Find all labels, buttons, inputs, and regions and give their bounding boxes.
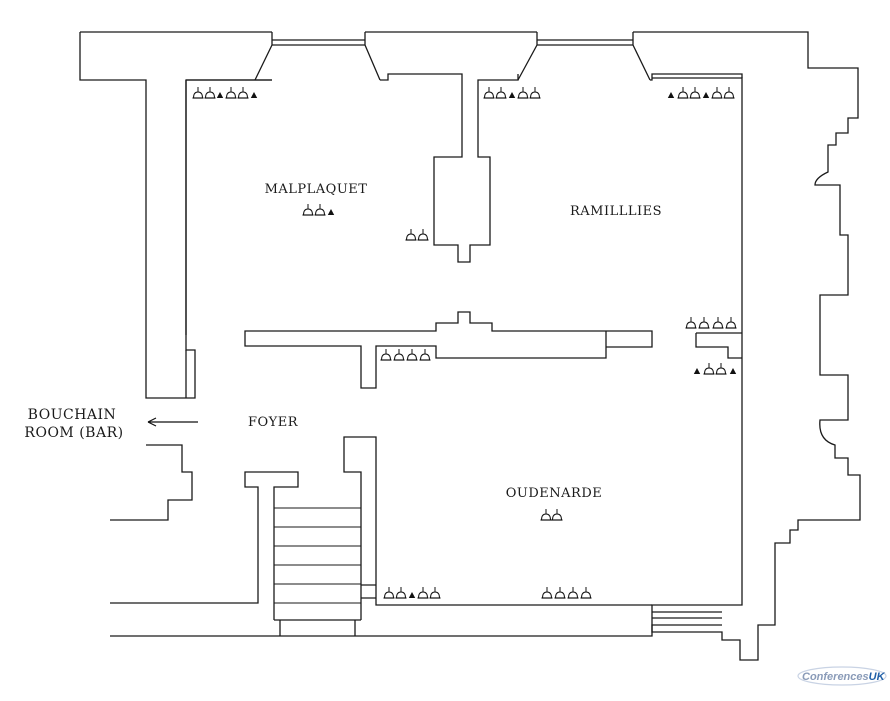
markers-partition xyxy=(379,348,432,361)
markers-malplaquet-centre xyxy=(301,203,335,216)
markers-malplaquet-column xyxy=(404,228,430,241)
exit-label-line2: ROOM (BAR) xyxy=(24,425,123,441)
socket-icon xyxy=(408,592,416,598)
bouchain-walls xyxy=(110,444,299,620)
lamp-icon xyxy=(710,86,724,99)
socket-icon xyxy=(667,92,675,98)
lamp-icon xyxy=(382,586,396,599)
lamp-icon xyxy=(540,586,554,599)
markers-ramillies-right xyxy=(684,316,738,329)
lamp-icon xyxy=(724,316,738,329)
lamp-icon xyxy=(224,86,238,99)
lamp-icon xyxy=(714,362,728,375)
lamp-icon xyxy=(313,203,327,216)
lamp-icon xyxy=(416,586,430,599)
central-partition xyxy=(244,311,653,389)
lamp-icon xyxy=(676,86,690,99)
lamp-icon xyxy=(392,348,406,361)
lamp-icon xyxy=(428,586,442,599)
markers-oudenarde-bottom-right xyxy=(540,586,593,599)
lamp-icon xyxy=(539,508,553,521)
lamp-icon xyxy=(416,228,430,241)
stair-walls xyxy=(110,436,722,637)
lamp-icon xyxy=(191,86,205,99)
socket-icon xyxy=(693,368,701,374)
lamp-icon xyxy=(688,86,702,99)
lamp-icon xyxy=(379,348,393,361)
lamp-icon xyxy=(404,228,418,241)
markers-malplaquet-top xyxy=(191,86,258,99)
lamp-icon xyxy=(579,586,593,599)
room-label-oudenarde: OUDENARDE xyxy=(506,486,603,501)
staircase xyxy=(274,507,361,604)
lamp-icon xyxy=(236,86,250,99)
socket-icon xyxy=(508,92,516,98)
markers-oudenarde-centre xyxy=(539,508,564,521)
lamp-icon xyxy=(482,86,496,99)
lamp-icon xyxy=(528,86,542,99)
exit-label-line1: BOUCHAIN xyxy=(28,407,117,423)
arrow-left-icon xyxy=(147,417,198,427)
markers-ramillies-top-right xyxy=(667,86,736,99)
ramillies-notch xyxy=(695,332,742,359)
socket-icon xyxy=(729,368,737,374)
socket-icon xyxy=(250,92,258,98)
room-label-foyer: FOYER xyxy=(248,415,299,430)
room-label-ramillies: RAMILLLIES xyxy=(570,204,662,219)
lamp-icon xyxy=(301,203,315,216)
lamp-icon xyxy=(684,316,698,329)
lamp-icon xyxy=(550,508,564,521)
lamp-icon xyxy=(711,316,725,329)
alcove-ramillies xyxy=(517,32,651,81)
malplaquet-walls xyxy=(185,73,743,398)
socket-icon xyxy=(327,209,335,215)
lamp-icon xyxy=(516,86,530,99)
svg-text:ConferencesUK: ConferencesUK xyxy=(802,671,886,683)
alcove-malplaquet xyxy=(254,32,381,81)
lamp-icon xyxy=(697,316,711,329)
logo-text: Conferences xyxy=(802,671,869,683)
lamp-icon xyxy=(566,586,580,599)
outer-wall-west xyxy=(79,31,861,661)
socket-icon xyxy=(216,92,224,98)
lamp-icon xyxy=(702,362,716,375)
room-label-malplaquet: MALPLAQUET xyxy=(265,182,368,197)
lamp-icon xyxy=(405,348,419,361)
lamp-icon xyxy=(203,86,217,99)
lamp-icon xyxy=(722,86,736,99)
lamp-icon xyxy=(494,86,508,99)
lamp-icon xyxy=(553,586,567,599)
socket-icon xyxy=(702,92,710,98)
markers-oudenarde-right xyxy=(693,362,737,375)
oudenarde-window xyxy=(652,611,722,619)
markers-oudenarde-bottom-left xyxy=(382,586,442,599)
logo-text-accent: UK xyxy=(869,671,886,683)
conferences-uk-logo: ConferencesUK xyxy=(797,666,887,686)
lamp-icon xyxy=(418,348,432,361)
lamp-icon xyxy=(394,586,408,599)
markers-ramillies-top-left xyxy=(482,86,542,99)
